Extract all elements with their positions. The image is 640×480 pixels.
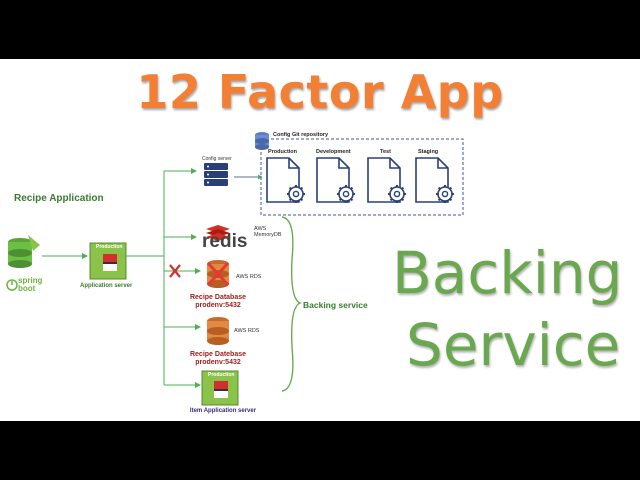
redis-service: MemoryDB bbox=[254, 232, 282, 238]
db1-provider-label: AWS RDS bbox=[236, 274, 262, 280]
env-test-label: Test bbox=[380, 149, 391, 155]
recipe-database-1-icon bbox=[206, 260, 230, 288]
redis-logo-icon bbox=[206, 225, 230, 241]
app-server-badge: Production bbox=[96, 244, 123, 250]
db1-host: prodenv:5432 bbox=[195, 302, 241, 309]
config-repo-box bbox=[260, 138, 464, 216]
production-config-doc-icon bbox=[266, 157, 306, 204]
backing-heading: Backing bbox=[392, 239, 623, 307]
db1-name: Recipe Database bbox=[189, 294, 247, 301]
diagram-canvas: 12 Factor App Backing Service Recipe App… bbox=[0, 59, 640, 421]
redis-provider-label: AWS MemoryDB bbox=[254, 226, 282, 238]
boot-text: boot bbox=[18, 284, 36, 293]
diagram-graphics bbox=[6, 132, 464, 406]
backing-service-label: Backing service bbox=[303, 300, 368, 310]
service-heading: Service bbox=[406, 311, 621, 379]
env-production-label: Production bbox=[268, 149, 298, 155]
spring-boot-db-icon bbox=[6, 235, 40, 291]
db2-name: Recipe Datebase bbox=[189, 351, 247, 358]
config-server-icon bbox=[204, 163, 228, 186]
spring-text: spring bbox=[18, 276, 43, 285]
item-application-server-icon bbox=[201, 370, 239, 406]
recipe-database-1-label: Recipe Database prodenv:5432 bbox=[186, 294, 250, 310]
recipe-database-2-label: Recipe Datebase prodenv:5432 bbox=[186, 351, 250, 367]
spring-boot-logo: spring boot bbox=[18, 277, 42, 293]
db2-provider-label: AWS RDS bbox=[234, 328, 260, 334]
redis-logo-text: redis bbox=[202, 231, 248, 252]
env-development-label: Development bbox=[316, 149, 351, 155]
backing-service-brace bbox=[281, 216, 302, 392]
staging-config-doc-icon bbox=[415, 157, 455, 204]
development-config-doc-icon bbox=[316, 157, 356, 204]
config-db-icon bbox=[255, 132, 269, 150]
item-server-badge: Production bbox=[208, 372, 235, 378]
item-application-server-label: Item Application server bbox=[189, 408, 257, 414]
db2-host: prodenv:5432 bbox=[195, 359, 241, 366]
application-server-icon bbox=[89, 242, 127, 280]
application-server-label: Application server bbox=[80, 283, 133, 289]
recipe-application-label: Recipe Application bbox=[14, 193, 104, 204]
test-config-doc-icon bbox=[367, 157, 407, 204]
broken-link-x-icon bbox=[169, 264, 181, 278]
config-server-label: Config server bbox=[202, 156, 232, 162]
recipe-database-2-icon bbox=[207, 317, 229, 345]
env-staging-label: Staging bbox=[418, 149, 439, 155]
config-repo-label: Config Git repository bbox=[273, 132, 328, 138]
page-title: 12 Factor App bbox=[136, 65, 504, 119]
redis-provider: AWS bbox=[254, 226, 267, 232]
